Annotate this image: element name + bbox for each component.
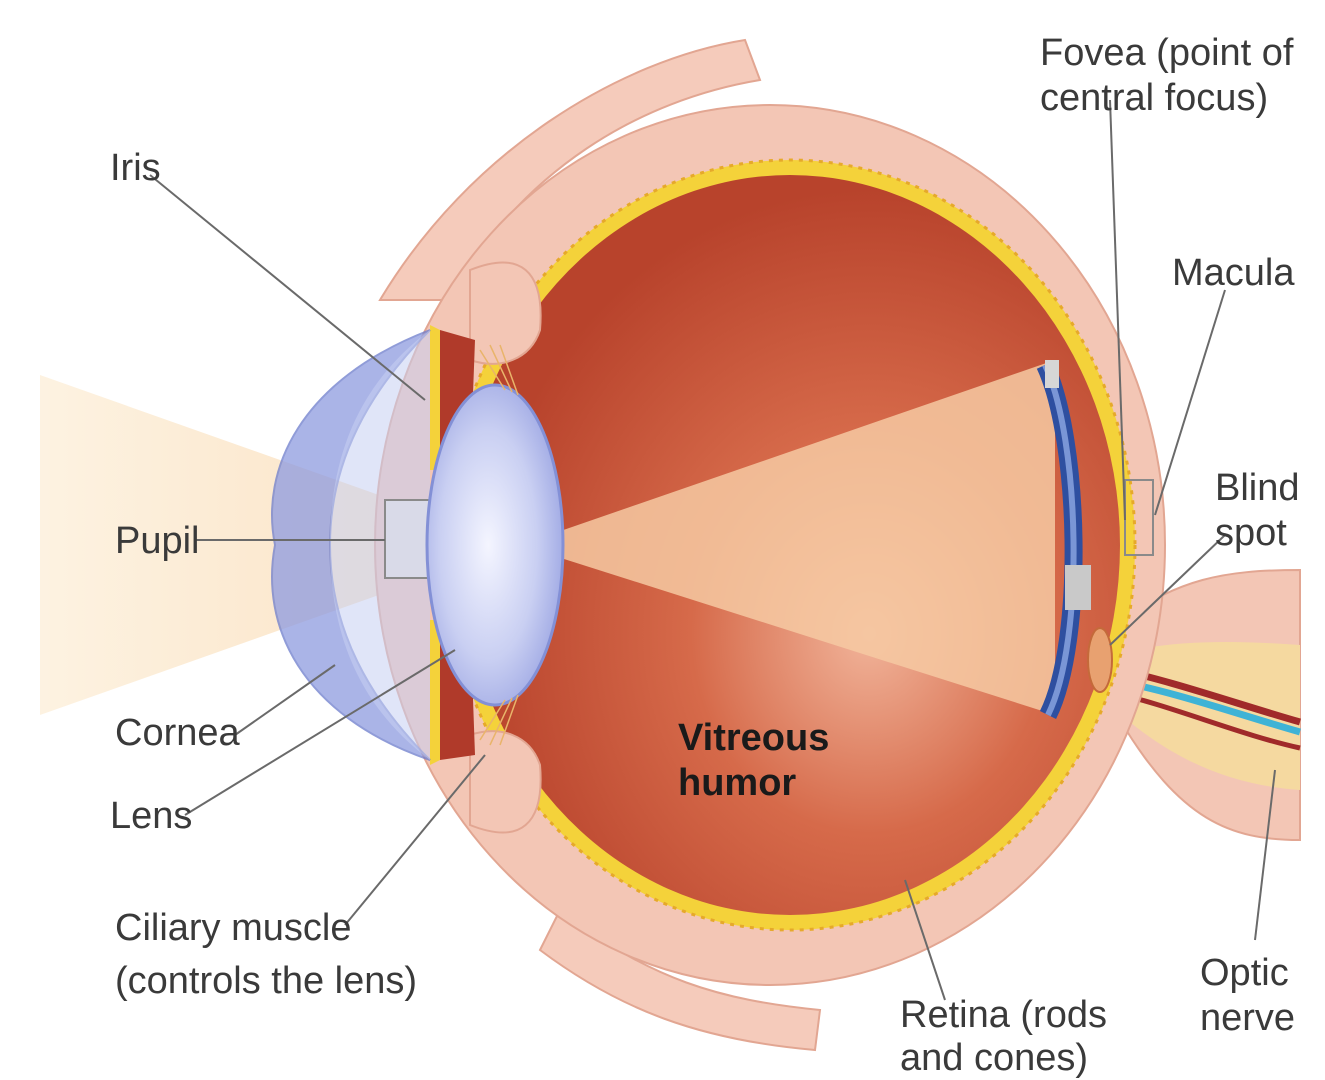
- label-iris: Iris: [110, 147, 161, 189]
- pupil-opening: [385, 500, 430, 578]
- label-retina-line1: Retina (rods: [900, 994, 1107, 1036]
- ciliary-body-lower: [470, 731, 541, 832]
- label-optic-nerve-line2: nerve: [1200, 997, 1295, 1039]
- label-pupil: Pupil: [115, 520, 200, 562]
- lens: [427, 385, 563, 705]
- label-ciliary-muscle-line2: (controls the lens): [115, 960, 417, 1002]
- leader-iris: [150, 175, 425, 400]
- label-vitreous-humor-line2: humor: [678, 762, 796, 804]
- leader-ciliary: [345, 755, 485, 925]
- label-ciliary-muscle-line1: Ciliary muscle: [115, 907, 351, 949]
- label-vitreous-humor-line1: Vitreous: [678, 717, 829, 759]
- label-fovea-line1: Fovea (point of: [1040, 32, 1294, 74]
- label-blind-spot-line2: spot: [1215, 512, 1287, 554]
- label-cornea: Cornea: [115, 712, 240, 754]
- label-macula: Macula: [1172, 252, 1295, 294]
- leader-cornea: [235, 665, 335, 735]
- ciliary-body-upper: [470, 263, 541, 364]
- label-optic-nerve-line1: Optic: [1200, 952, 1289, 994]
- label-retina-line2: and cones): [900, 1037, 1088, 1079]
- optic-disc: [1088, 628, 1112, 692]
- label-blind-spot-line1: Blind: [1215, 467, 1300, 509]
- label-fovea-line2: central focus): [1040, 77, 1268, 119]
- label-lens: Lens: [110, 795, 192, 837]
